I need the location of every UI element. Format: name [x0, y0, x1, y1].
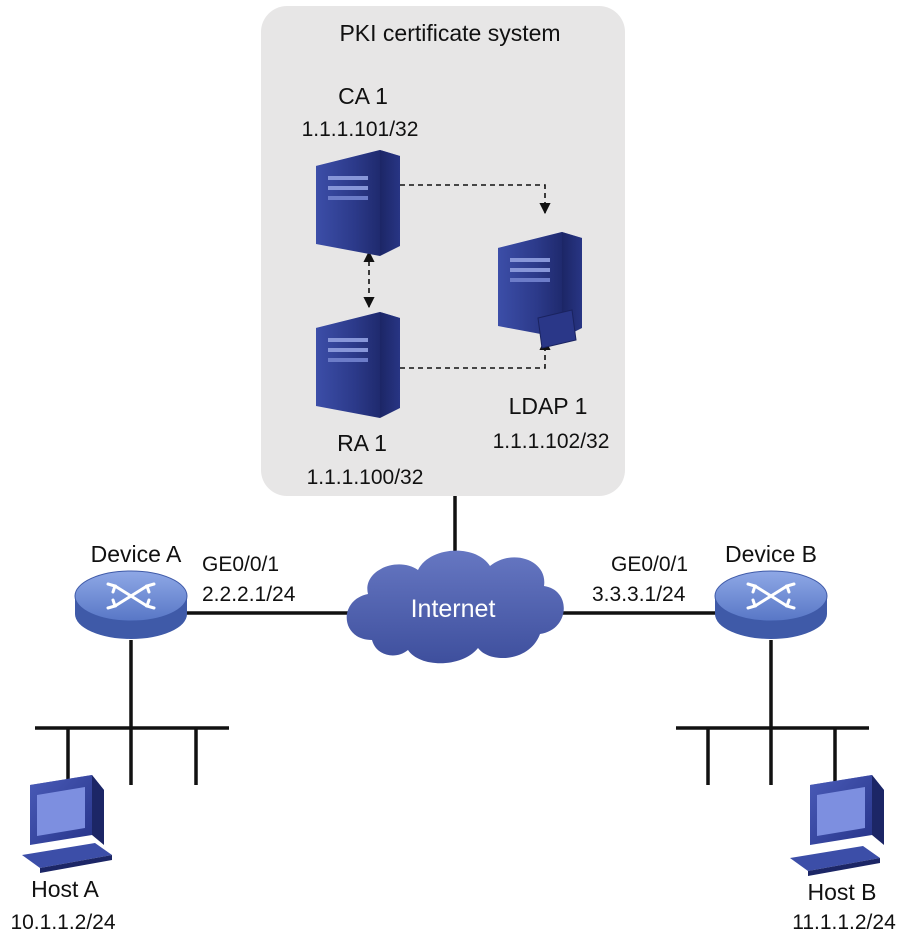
host-a-pc-icon — [22, 775, 112, 873]
device-a-ip: 2.2.2.1/24 — [202, 583, 296, 606]
ra-server-icon — [316, 312, 400, 418]
host-b-pc-icon — [790, 775, 884, 876]
internet-label: Internet — [411, 595, 496, 623]
ldap-server-icon — [498, 232, 582, 349]
ca-name: CA 1 — [338, 83, 388, 109]
ldap-name: LDAP 1 — [509, 393, 588, 419]
ldap-card-icon — [537, 309, 577, 349]
network-links — [129, 496, 773, 728]
device-b-interface: GE0/0/1 — [611, 553, 688, 576]
internet-cloud-icon — [346, 550, 564, 664]
device-b-ip: 3.3.3.1/24 — [592, 583, 686, 606]
device-a-router-icon — [74, 570, 188, 639]
arrow-ra-to-ldap — [400, 338, 551, 369]
ldap-ip: 1.1.1.102/32 — [493, 430, 610, 453]
ca-server-icon — [316, 150, 400, 256]
device-b-name: Device B — [725, 541, 817, 567]
ca-ip: 1.1.1.101/32 — [302, 118, 419, 141]
device-b-router-icon — [714, 570, 828, 639]
ra-name: RA 1 — [337, 430, 387, 456]
host-b-name: Host B — [807, 879, 876, 905]
lan-bus-a — [35, 726, 229, 785]
lan-bus-b — [676, 726, 869, 785]
arrow-ca-to-ldap — [400, 184, 551, 215]
ra-ip: 1.1.1.100/32 — [307, 466, 424, 489]
host-b-ip: 11.1.1.2/24 — [792, 911, 896, 934]
device-a-name: Device A — [91, 541, 182, 567]
host-a-name: Host A — [31, 876, 99, 902]
pki-system-title: PKI certificate system — [339, 20, 560, 46]
device-a-interface: GE0/0/1 — [202, 553, 279, 576]
host-a-ip: 10.1.1.2/24 — [10, 911, 115, 934]
pki-arrows — [363, 184, 551, 369]
